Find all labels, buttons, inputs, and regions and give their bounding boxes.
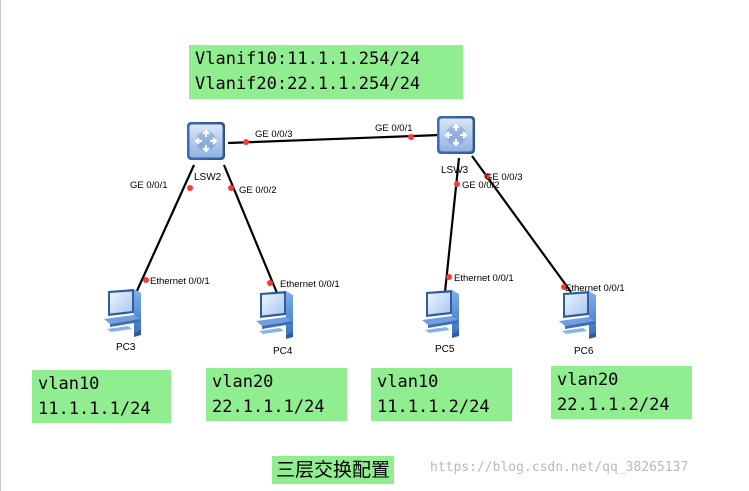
- port-dot-pc4-eth: [267, 280, 273, 286]
- pc3-vlan: vlan10: [38, 374, 100, 394]
- device-label-pc6: PC6: [574, 346, 594, 357]
- switch-lsw3-icon[interactable]: [436, 115, 476, 155]
- pc4-icon[interactable]: [256, 291, 293, 339]
- pc5-icon[interactable]: [422, 290, 459, 338]
- pc5-ip: 11.1.1.2/24: [377, 397, 490, 417]
- port-dot-pc5-eth: [446, 274, 452, 280]
- pc4-vlan: vlan20: [212, 372, 274, 392]
- pc3-icon[interactable]: [104, 289, 141, 337]
- port-dot-pc6-eth: [561, 284, 567, 290]
- port-dot-pc3-eth: [143, 277, 149, 283]
- port-dot-lsw2-ge001: [187, 185, 193, 191]
- pc6-ip: 22.1.1.2/24: [557, 395, 670, 415]
- port-label-pc4-eth: Ethernet 0/0/1: [280, 279, 340, 290]
- vlanif10-line: Vlanif10:11.1.1.254/24: [195, 49, 421, 69]
- pc4-vlan-box: vlan20 22.1.1.1/24: [206, 368, 347, 421]
- port-label-pc5-eth: Ethernet 0/0/1: [454, 273, 514, 284]
- pc6-vlan: vlan20: [557, 370, 619, 390]
- pc5-vlan: vlan10: [377, 372, 439, 392]
- pc5-vlan-box: vlan10 11.1.1.2/24: [371, 368, 512, 421]
- pc6-vlan-box: vlan20 22.1.1.2/24: [551, 366, 692, 419]
- port-dot-lsw3-ge002: [454, 181, 460, 187]
- device-label-lsw3: LSW3: [441, 165, 469, 176]
- port-label-lsw2-ge003: GE 0/0/3: [255, 129, 293, 140]
- watermark: https://blog.csdn.net/qq_38265137: [430, 460, 689, 475]
- port-label-lsw3-ge003: GE 0/0/3: [485, 172, 523, 183]
- pc4-ip: 22.1.1.1/24: [212, 397, 325, 417]
- link-lsw3-pc6: [471, 155, 572, 293]
- port-label-lsw2-ge002: GE 0/0/2: [239, 185, 277, 196]
- diagram-caption: 三层交换配置: [272, 456, 395, 484]
- port-label-lsw3-ge002: GE 0/0/2: [462, 180, 500, 191]
- port-dot-lsw3-ge001: [408, 134, 414, 140]
- pc3-vlan-box: vlan10 11.1.1.1/24: [32, 370, 171, 423]
- pc3-ip: 11.1.1.1/24: [38, 399, 151, 419]
- port-dot-lsw3-ge003: [484, 173, 490, 179]
- link-lsw2-pc3: [134, 164, 196, 294]
- gateway-info-box: Vlanif10:11.1.1.254/24 Vlanif20:22.1.1.2…: [189, 45, 463, 99]
- device-label-pc5: PC5: [435, 344, 455, 355]
- port-label-lsw3-ge001: GE 0/0/1: [375, 123, 413, 134]
- port-dot-lsw2-ge003: [243, 139, 249, 145]
- vlanif20-line: Vlanif20:22.1.1.254/24: [195, 74, 421, 94]
- pc6-icon[interactable]: [559, 291, 596, 339]
- port-dot-lsw2-ge002: [228, 185, 234, 191]
- port-label-lsw2-ge001: GE 0/0/1: [130, 180, 168, 191]
- link-lsw2-lsw3: [227, 133, 441, 145]
- device-label-lsw2: LSW2: [194, 172, 222, 183]
- port-label-pc6-eth: Ethernet 0/0/1: [565, 283, 625, 294]
- left-border: [0, 0, 1, 491]
- link-lsw3-pc5: [443, 157, 461, 293]
- device-label-pc3: PC3: [116, 342, 136, 353]
- device-label-pc4: PC4: [273, 346, 293, 357]
- port-label-pc3-eth: Ethernet 0/0/1: [150, 276, 210, 287]
- switch-lsw2-icon[interactable]: [186, 121, 226, 161]
